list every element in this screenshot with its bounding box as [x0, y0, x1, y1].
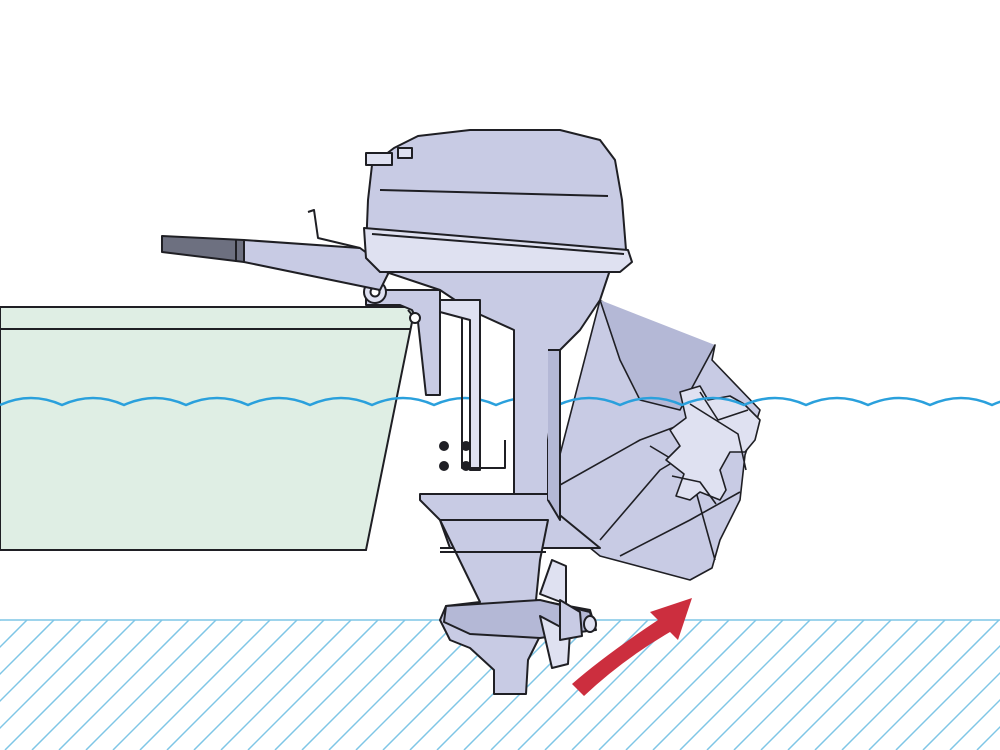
seabed-hatch-line [31, 620, 163, 750]
seabed-hatch-line [58, 620, 190, 750]
seabed-hatch-line [0, 620, 55, 676]
seabed-hatch-line [733, 620, 865, 750]
seabed-hatch-line [463, 620, 595, 750]
lower-unit [439, 519, 597, 695]
seabed-hatch-line [571, 620, 703, 750]
seabed-hatch-line [0, 620, 109, 730]
seabed-hatch-line [193, 620, 325, 750]
seabed-hatch-line [652, 620, 784, 750]
seabed-hatch-line [0, 620, 28, 649]
seabed-hatch-line [301, 620, 433, 750]
seabed-hatch-line [814, 620, 946, 750]
seabed-hatch-line [868, 620, 1000, 750]
seabed-hatch-line [112, 620, 244, 750]
seabed-hatch-line [922, 671, 1000, 750]
tiller-handle [161, 209, 391, 291]
seabed-hatch-line [274, 620, 406, 750]
seabed-hatch-line [949, 698, 1000, 750]
tilted-up-motor [555, 299, 761, 581]
seabed-hatch-line [895, 644, 1000, 750]
seabed-hatch-line [328, 620, 460, 750]
seabed-hatch-line [139, 620, 271, 750]
seabed-hatch-line [598, 620, 730, 750]
propeller [539, 559, 597, 669]
boat-hull [0, 306, 419, 551]
seabed-hatch-line [85, 620, 217, 750]
seabed-hatch-line [976, 725, 1000, 750]
curved-arrow-up-right-icon [572, 598, 692, 696]
seabed-hatch-line [760, 620, 892, 750]
seabed-hatch-line [841, 620, 973, 750]
seabed-hatch-line [679, 620, 811, 750]
seabed-hatch-line [4, 620, 136, 750]
seabed-hatch-line [0, 620, 82, 703]
seabed-hatch-line [247, 620, 379, 750]
seabed-hatch-line [787, 620, 919, 750]
seabed-hatch-line [625, 620, 757, 750]
seabed-hatch-line [490, 620, 622, 750]
seabed-hatch-line [706, 620, 838, 750]
seabed-hatch-line [220, 620, 352, 750]
engine-cowling [363, 129, 633, 273]
seabed-hatch-line [166, 620, 298, 750]
